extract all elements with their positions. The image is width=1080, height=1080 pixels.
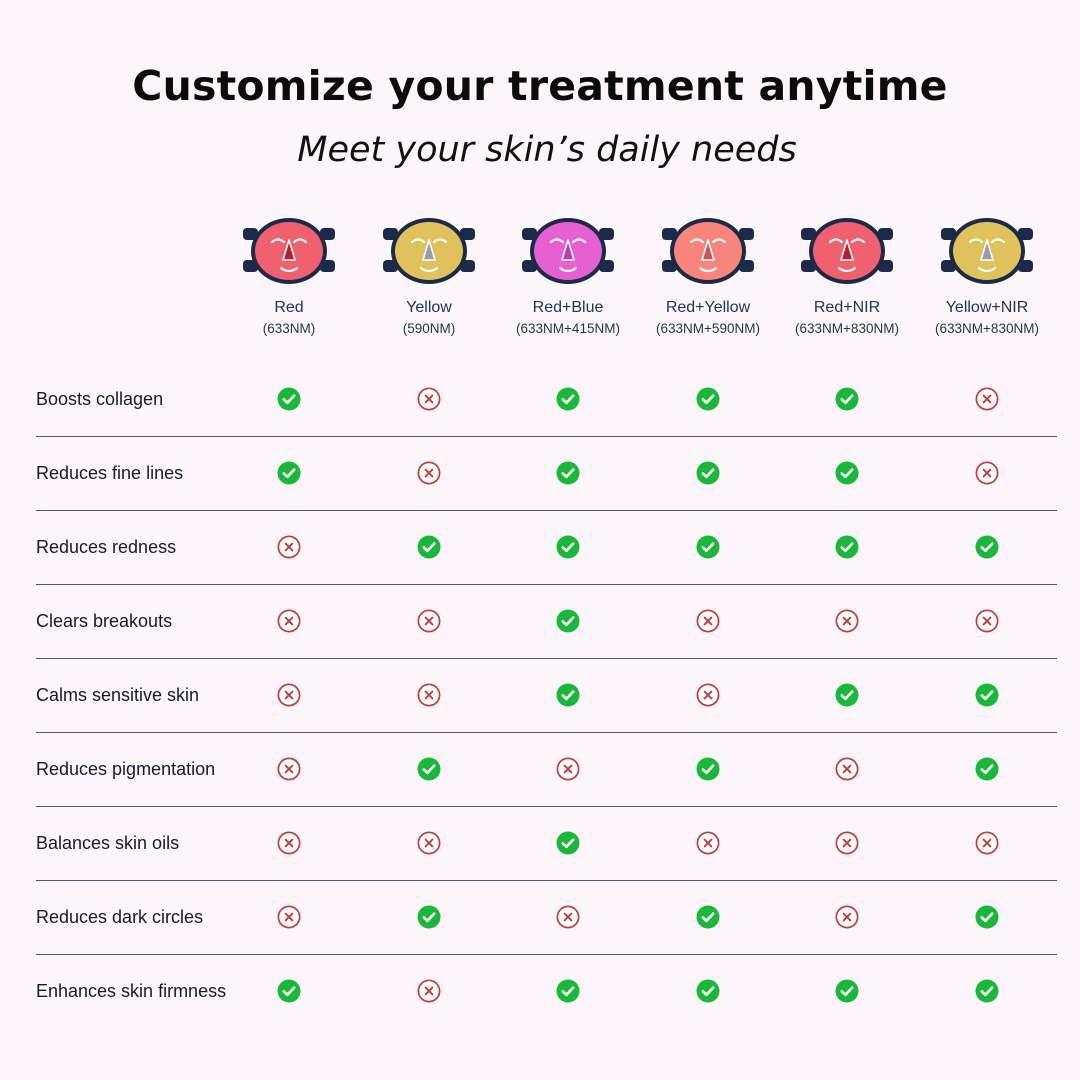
- mask-5-icon: [941, 218, 1033, 284]
- cross-icon: [556, 757, 580, 781]
- check-icon: [835, 683, 859, 707]
- check-icon: [556, 535, 580, 559]
- check-icon: [277, 387, 301, 411]
- cross-icon: [277, 609, 301, 633]
- mode-column-3: Red+Yellow (633NM+590NM): [639, 214, 778, 338]
- benefit-label: Boosts collagen: [36, 389, 164, 409]
- check-icon: [556, 683, 580, 707]
- mask-4-icon: [801, 218, 893, 284]
- mode-wavelength: (633NM+590NM): [656, 321, 760, 336]
- mode-column-0: Red (633NM): [220, 214, 359, 338]
- cross-icon: [835, 905, 859, 929]
- page-subtitle: Meet your skin’s daily needs: [297, 130, 797, 170]
- mask-2-icon: [522, 218, 614, 284]
- check-icon: [417, 757, 441, 781]
- check-icon: [835, 979, 859, 1003]
- cross-icon: [417, 683, 441, 707]
- mode-wavelength: (633NM+415NM): [516, 321, 620, 336]
- page-title: Customize your treatment anytime: [132, 62, 948, 110]
- benefit-label: Clears breakouts: [36, 611, 173, 631]
- mode-wavelength: (633NM+830NM): [795, 321, 899, 336]
- check-icon: [277, 979, 301, 1003]
- cross-icon: [277, 683, 301, 707]
- cross-icon: [835, 757, 859, 781]
- cross-icon: [417, 831, 441, 855]
- mode-name: Yellow: [406, 299, 452, 316]
- table-row: Enhances skin firmness: [36, 954, 1057, 1028]
- mask-0-icon: [243, 218, 335, 284]
- check-icon: [975, 535, 999, 559]
- cross-icon: [975, 609, 999, 633]
- cross-icon: [696, 683, 720, 707]
- cross-icon: [277, 535, 301, 559]
- mode-name: Yellow+NIR: [945, 299, 1029, 316]
- cross-icon: [835, 609, 859, 633]
- cross-icon: [417, 387, 441, 411]
- mode-wavelength: (633NM+830NM): [935, 321, 1039, 336]
- benefit-label: Enhances skin firmness: [36, 981, 227, 1001]
- mode-name: Red+Blue: [532, 299, 604, 316]
- mask-1-icon: [383, 218, 475, 284]
- benefit-label: Balances skin oils: [36, 833, 180, 853]
- table-row: Reduces redness: [36, 510, 1057, 585]
- check-icon: [556, 461, 580, 485]
- benefit-label: Calms sensitive skin: [36, 685, 200, 705]
- benefit-label: Reduces pigmentation: [36, 759, 216, 779]
- mask-3-icon: [662, 218, 754, 284]
- cross-icon: [417, 609, 441, 633]
- check-icon: [696, 461, 720, 485]
- mode-wavelength: (633NM): [262, 321, 316, 336]
- check-icon: [696, 535, 720, 559]
- check-icon: [417, 535, 441, 559]
- table-row: Balances skin oils: [36, 806, 1057, 881]
- check-icon: [696, 387, 720, 411]
- table-row: Clears breakouts: [36, 584, 1057, 659]
- cross-icon: [417, 979, 441, 1003]
- table-row: Calms sensitive skin: [36, 658, 1057, 733]
- check-icon: [696, 905, 720, 929]
- cross-icon: [556, 905, 580, 929]
- cross-icon: [277, 831, 301, 855]
- benefit-label: Reduces dark circles: [36, 907, 204, 927]
- check-icon: [835, 535, 859, 559]
- benefit-label: Reduces fine lines: [36, 463, 184, 483]
- mode-column-1: Yellow (590NM): [360, 214, 499, 338]
- mode-column-5: Yellow+NIR (633NM+830NM): [918, 214, 1057, 338]
- check-icon: [975, 683, 999, 707]
- table-row: Reduces dark circles: [36, 880, 1057, 955]
- benefit-label: Reduces redness: [36, 537, 177, 557]
- check-icon: [696, 757, 720, 781]
- check-icon: [975, 905, 999, 929]
- check-icon: [556, 831, 580, 855]
- cross-icon: [277, 905, 301, 929]
- check-icon: [556, 387, 580, 411]
- check-icon: [417, 905, 441, 929]
- cross-icon: [696, 831, 720, 855]
- cross-icon: [975, 831, 999, 855]
- check-icon: [835, 461, 859, 485]
- mode-name: Red+NIR: [813, 299, 881, 316]
- mode-column-2: Red+Blue (633NM+415NM): [499, 214, 638, 338]
- cross-icon: [975, 387, 999, 411]
- mode-name: Red+Yellow: [665, 299, 751, 316]
- mode-column-4: Red+NIR (633NM+830NM): [778, 214, 917, 338]
- cross-icon: [277, 757, 301, 781]
- table-row: Boosts collagen: [36, 362, 1057, 437]
- cross-icon: [835, 831, 859, 855]
- cross-icon: [696, 609, 720, 633]
- check-icon: [556, 609, 580, 633]
- cross-icon: [975, 461, 999, 485]
- check-icon: [696, 979, 720, 1003]
- check-icon: [277, 461, 301, 485]
- check-icon: [975, 757, 999, 781]
- mode-name: Red: [274, 299, 304, 316]
- check-icon: [556, 979, 580, 1003]
- table-row: Reduces fine lines: [36, 436, 1057, 511]
- check-icon: [835, 387, 859, 411]
- mode-wavelength: (590NM): [402, 321, 456, 336]
- table-row: Reduces pigmentation: [36, 732, 1057, 807]
- cross-icon: [417, 461, 441, 485]
- check-icon: [975, 979, 999, 1003]
